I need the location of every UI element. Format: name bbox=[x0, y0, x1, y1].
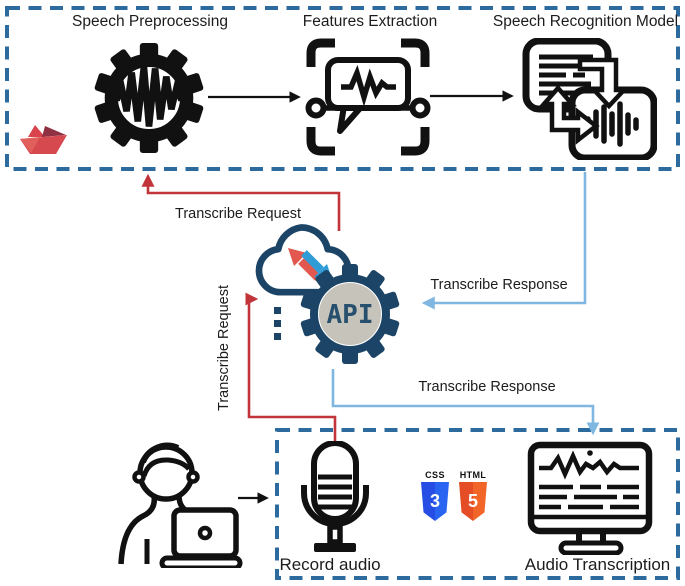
gear-waveform-icon bbox=[94, 43, 204, 153]
audio-transcription-label: Audio Transcription bbox=[524, 555, 671, 574]
transcribe-response-arrow-bottom bbox=[331, 369, 600, 436]
transcribe-request-side-label: Transcribe Request bbox=[216, 285, 232, 411]
cloud-transfer-gear-icon: API bbox=[255, 224, 400, 364]
transcribe-response-bottom-label: Transcribe Response bbox=[418, 379, 556, 395]
transcribe-response-mid-label: Transcribe Response bbox=[430, 277, 568, 293]
transcript-lines bbox=[539, 484, 639, 510]
processing-pipeline-box bbox=[5, 6, 680, 171]
client-box bbox=[275, 428, 680, 580]
html5-badge: HTML 5 bbox=[455, 470, 491, 521]
html5-shield-icon: 5 bbox=[459, 482, 487, 521]
css-badge-title: CSS bbox=[425, 470, 445, 480]
transcribe-request-arrow-top bbox=[141, 173, 341, 231]
microphone-icon bbox=[301, 441, 369, 552]
html-badge-title: HTML bbox=[459, 470, 487, 480]
ellipsis-dots bbox=[274, 307, 281, 340]
mic-grill-lines bbox=[318, 474, 352, 510]
waveform-glyph bbox=[539, 450, 639, 480]
monitor-transcription-icon bbox=[527, 441, 653, 555]
transcribe-request-arrow-side bbox=[245, 292, 337, 443]
up-convert-arrow bbox=[539, 84, 600, 145]
waveform-glyph bbox=[341, 64, 396, 107]
waveform-glyph bbox=[109, 66, 189, 127]
record-audio-label: Record audio bbox=[279, 555, 381, 574]
paper-boat-logo bbox=[20, 125, 67, 154]
scan-brackets bbox=[306, 38, 430, 156]
user-laptop-icon bbox=[118, 442, 243, 568]
speech-recognition-model-label: Speech Recognition Model bbox=[492, 13, 679, 30]
css3-shield-icon: 3 bbox=[421, 482, 449, 521]
down-convert-arrow bbox=[577, 57, 630, 110]
text-audio-convert-icon bbox=[522, 38, 657, 160]
features-extraction-label: Features Extraction bbox=[302, 13, 438, 30]
css-badge-number: 3 bbox=[429, 491, 440, 511]
transcribe-response-arrow-mid bbox=[421, 172, 587, 310]
text-lines bbox=[539, 54, 593, 96]
speech-preprocessing-label: Speech Preprocessing bbox=[72, 13, 228, 30]
css3-badge: CSS 3 bbox=[417, 470, 453, 521]
speech-bubble-scan-icon bbox=[305, 38, 431, 156]
html-badge-number: 5 bbox=[467, 491, 478, 511]
api-text: API bbox=[327, 300, 374, 330]
transcribe-request-top-label: Transcribe Request bbox=[175, 206, 301, 222]
